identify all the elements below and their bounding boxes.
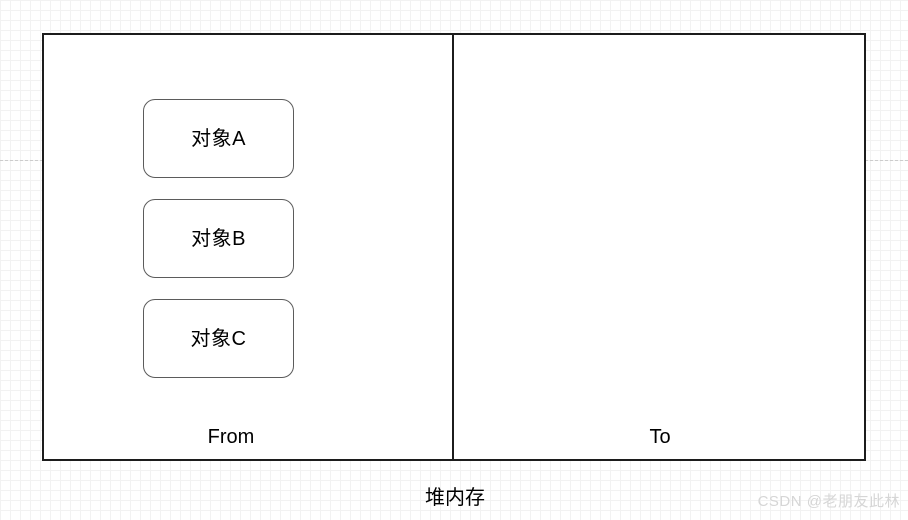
object-card-b[interactable]: 对象B xyxy=(143,199,294,278)
from-to-divider xyxy=(452,33,454,461)
object-card-a[interactable]: 对象A xyxy=(143,99,294,178)
object-card-label: 对象B xyxy=(191,227,246,250)
diagram-caption: 堆内存 xyxy=(425,487,485,509)
csdn-watermark: CSDN @老朋友此林 xyxy=(757,493,900,510)
object-card-c[interactable]: 对象C xyxy=(143,299,294,378)
object-card-label: 对象A xyxy=(191,127,246,150)
object-card-label: 对象C xyxy=(190,327,247,350)
region-label-from: From xyxy=(207,426,255,448)
region-label-to: To xyxy=(649,426,671,448)
